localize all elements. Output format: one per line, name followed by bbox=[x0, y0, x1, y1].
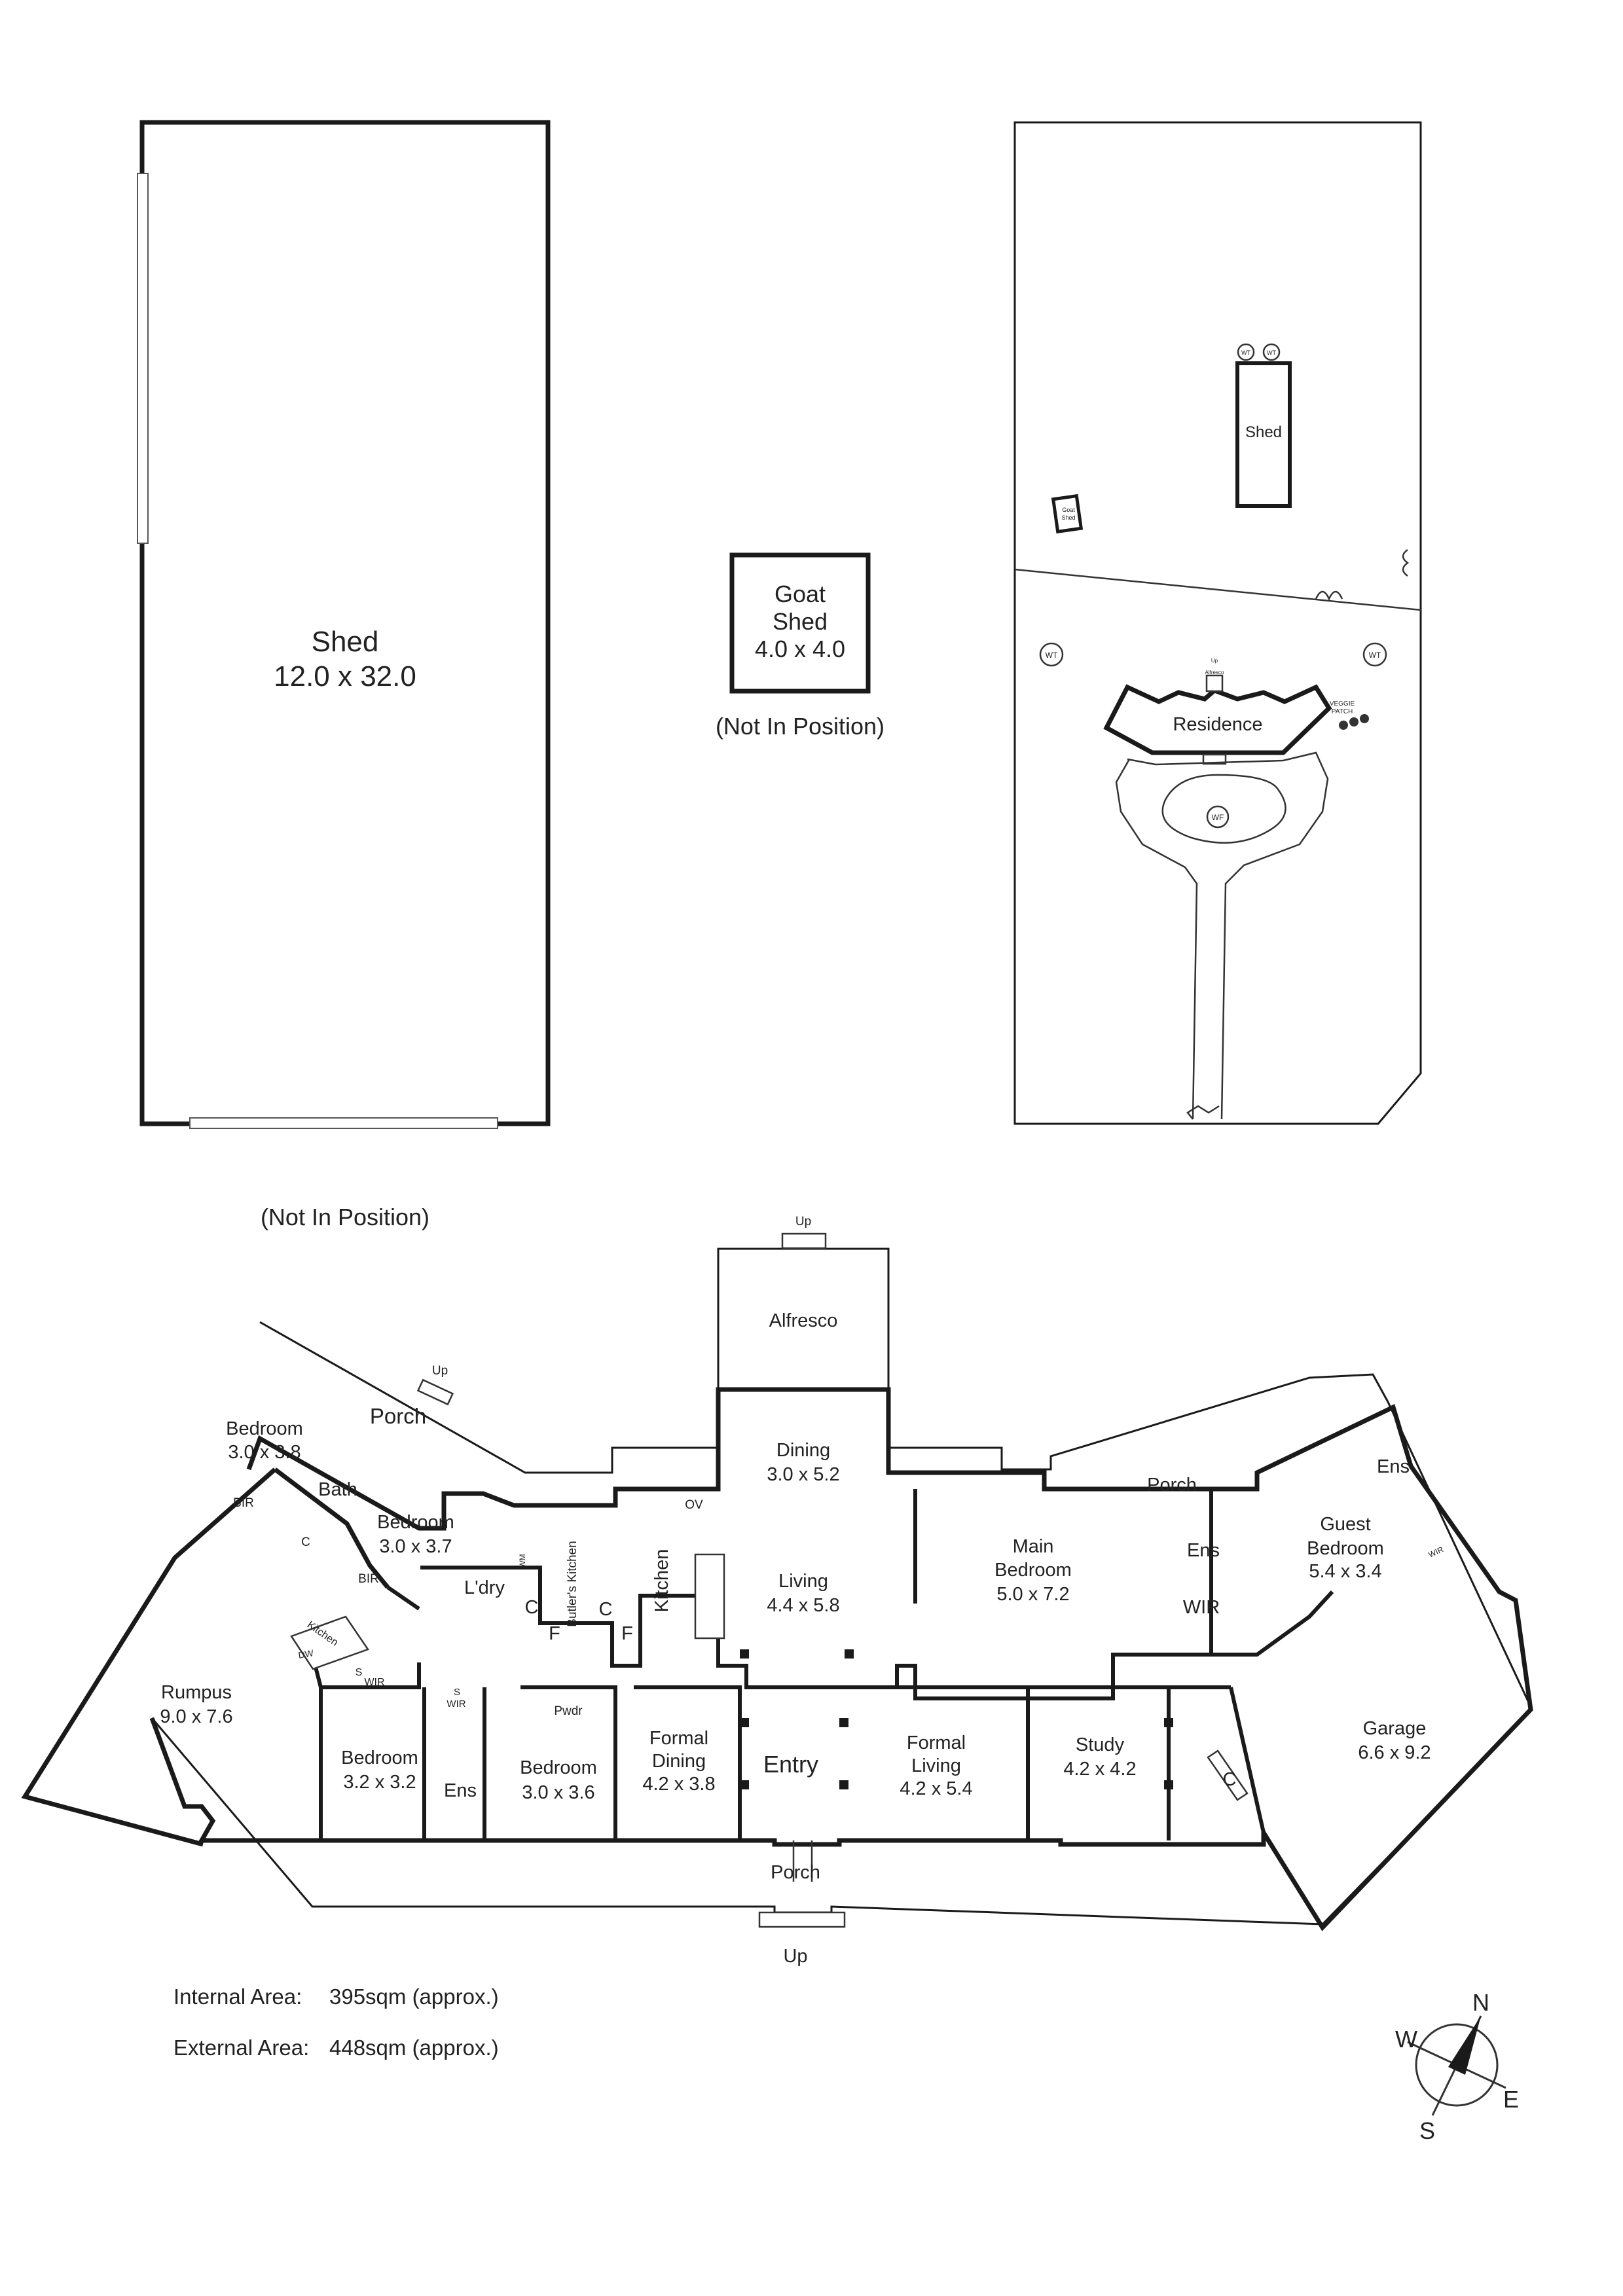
large-shed-note: (Not In Position) bbox=[261, 1204, 429, 1230]
site-veggie-label-1: VEGGIE bbox=[1330, 700, 1355, 708]
wir-main-label: WIR bbox=[1183, 1597, 1220, 1618]
formal-dining-name1: Formal bbox=[649, 1728, 708, 1749]
c-label: C bbox=[525, 1597, 539, 1618]
site-goat-label-1: Goat bbox=[1062, 507, 1075, 513]
bir-2-label: BIR bbox=[358, 1572, 379, 1586]
ens-guest-label: Ens bbox=[1377, 1456, 1410, 1477]
pwdr-label: Pwdr bbox=[554, 1704, 583, 1718]
external-area-value: 448sqm (approx.) bbox=[329, 2036, 499, 2060]
site-shed-label: Shed bbox=[1245, 423, 1282, 441]
main-bedroom-name2: Bedroom bbox=[994, 1560, 1072, 1581]
rumpus-name: Rumpus bbox=[161, 1682, 232, 1703]
porch-ne-label: Porch bbox=[1147, 1475, 1197, 1496]
alfresco-up-label: Up bbox=[795, 1215, 811, 1229]
c-label: C bbox=[599, 1599, 613, 1620]
site-wf-label: WF bbox=[1212, 813, 1224, 822]
living-size: 4.4 x 5.8 bbox=[767, 1595, 839, 1616]
bedroom-2-name: Bedroom bbox=[377, 1512, 454, 1533]
internal-area-value: 395sqm (approx.) bbox=[329, 1984, 499, 2009]
porch-s-up-label: Up bbox=[783, 1946, 807, 1967]
dining-size: 3.0 x 5.2 bbox=[767, 1464, 839, 1485]
bedroom-sw-name: Bedroom bbox=[341, 1748, 418, 1768]
site-wt-label: WT bbox=[1241, 350, 1250, 356]
wir-sw-label: WIR bbox=[447, 1698, 465, 1710]
formal-living-size: 4.2 x 5.4 bbox=[900, 1778, 972, 1799]
wir-guest-label: WIR bbox=[1427, 1545, 1445, 1560]
bedroom-s-name: Bedroom bbox=[520, 1757, 597, 1778]
porch-s-label: Porch bbox=[771, 1862, 820, 1883]
site-wt-label: WT bbox=[1046, 651, 1058, 660]
butlers-kitchen-label: Butler's Kitchen bbox=[566, 1541, 579, 1626]
ens-main-label: Ens bbox=[1187, 1540, 1220, 1561]
s-rumpus-label: S bbox=[356, 1667, 363, 1678]
compass-w: W bbox=[1395, 2026, 1417, 2053]
ov-label: OV bbox=[685, 1498, 703, 1512]
wm-label: WM bbox=[518, 1554, 527, 1568]
compass-s: S bbox=[1419, 2117, 1435, 2144]
ens-sw-label: Ens bbox=[444, 1780, 477, 1801]
study-size: 4.2 x 4.2 bbox=[1063, 1759, 1136, 1780]
formal-living-name1: Formal bbox=[907, 1732, 966, 1753]
bedroom-nw-size: 3.0 x 3.8 bbox=[228, 1442, 301, 1463]
laundry-label: L'dry bbox=[464, 1577, 505, 1598]
formal-dining-name2: Dining bbox=[652, 1751, 706, 1772]
large-shed-size: 12.0 x 32.0 bbox=[274, 660, 416, 692]
compass-n: N bbox=[1472, 1989, 1489, 2016]
guest-bedroom-name2: Bedroom bbox=[1307, 1538, 1384, 1559]
guest-bedroom-name1: Guest bbox=[1320, 1514, 1370, 1535]
f-label: F bbox=[549, 1623, 560, 1644]
goat-shed-line2: Shed bbox=[773, 608, 828, 635]
main-bedroom-size: 5.0 x 7.2 bbox=[996, 1584, 1069, 1605]
bath-label: Bath bbox=[318, 1479, 357, 1500]
compass-e: E bbox=[1503, 2086, 1519, 2113]
large-shed: Shed 12.0 x 32.0 (Not In Position) bbox=[137, 120, 551, 1230]
external-area-label: External Area: bbox=[173, 2036, 309, 2060]
goat-shed-line1: Goat bbox=[775, 581, 826, 607]
alfresco-label: Alfresco bbox=[769, 1310, 838, 1331]
site-wt-label: WT bbox=[1267, 350, 1276, 356]
bedroom-sw-size: 3.2 x 3.2 bbox=[343, 1772, 416, 1793]
bedroom-nw-name: Bedroom bbox=[226, 1418, 303, 1439]
c-label: C bbox=[301, 1535, 310, 1549]
internal-area-label: Internal Area: bbox=[173, 1984, 302, 2009]
rumpus-size: 9.0 x 7.6 bbox=[160, 1706, 232, 1727]
formal-living-name2: Living bbox=[911, 1755, 961, 1776]
site-up-label: Up bbox=[1211, 658, 1218, 664]
site-plan: Shed WT WT Goat Shed WT WT Alfresco Up R… bbox=[1013, 121, 1422, 1125]
study-name: Study bbox=[1076, 1734, 1125, 1755]
dining-name: Dining bbox=[776, 1440, 830, 1461]
s-sw-label: S bbox=[454, 1687, 460, 1698]
kitchen-label: Kitchen bbox=[651, 1549, 672, 1613]
living-name: Living bbox=[778, 1571, 828, 1592]
site-alfresco-label: Alfresco bbox=[1205, 670, 1224, 675]
porch-nw-label: Porch bbox=[370, 1404, 426, 1428]
large-shed-title: Shed bbox=[312, 626, 379, 658]
porch-nw-up-label: Up bbox=[432, 1364, 448, 1378]
site-goat-label-2: Shed bbox=[1061, 514, 1075, 521]
bedroom-s-size: 3.0 x 3.6 bbox=[522, 1782, 594, 1803]
site-residence-label: Residence bbox=[1173, 714, 1262, 735]
site-wt-label: WT bbox=[1369, 651, 1381, 660]
room-labels: Alfresco Up Porch Up Bedroom 3.0 x 3.8 B… bbox=[160, 1215, 1445, 1967]
goat-shed-note: (Not In Position) bbox=[716, 713, 884, 740]
entry-label: Entry bbox=[763, 1751, 818, 1778]
area-summary: Internal Area: 395sqm (approx.) External… bbox=[173, 1984, 499, 2060]
site-veggie-label-2: PATCH bbox=[1332, 708, 1353, 715]
main-bedroom-name1: Main bbox=[1013, 1536, 1054, 1557]
formal-dining-size: 4.2 x 3.8 bbox=[642, 1774, 715, 1795]
compass: N E S W bbox=[1395, 1989, 1519, 2144]
bir-1-label: BIR bbox=[233, 1496, 254, 1510]
garage-name: Garage bbox=[1363, 1718, 1427, 1739]
goat-shed: Goat Shed 4.0 x 4.0 (Not In Position) bbox=[716, 552, 884, 740]
main-floor-plan bbox=[21, 1232, 1533, 1931]
guest-bedroom-size: 5.4 x 3.4 bbox=[1309, 1561, 1381, 1582]
dw-label: DW bbox=[297, 1647, 315, 1660]
goat-shed-size: 4.0 x 4.0 bbox=[755, 636, 845, 662]
f-label: F bbox=[621, 1623, 633, 1644]
wir-rumpus-label: WIR bbox=[364, 1677, 384, 1688]
garage-c-label: C bbox=[1223, 1769, 1237, 1790]
bedroom-2-size: 3.0 x 3.7 bbox=[379, 1536, 452, 1557]
garage-size: 6.6 x 9.2 bbox=[1358, 1742, 1431, 1763]
